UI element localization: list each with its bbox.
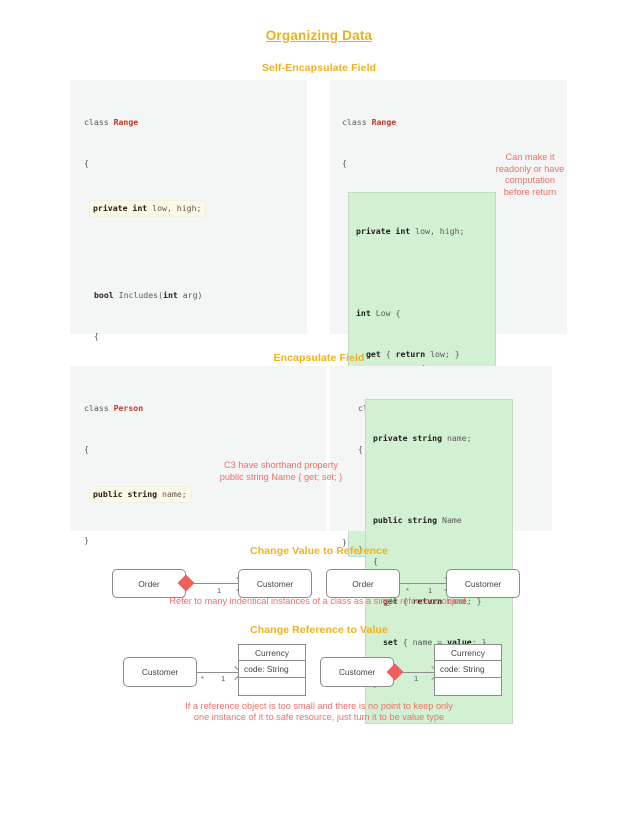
uml-class-operations (435, 678, 501, 695)
section-title-change-value-to-reference: Change Value to Reference (250, 545, 388, 557)
multiplicity-right-before-crv: 1 (221, 674, 226, 683)
code-block-after: class Range { (342, 89, 396, 198)
highlighted-code-line: public string name; (90, 486, 191, 503)
annotation-shorthand-note-line2: public string Name { get; set; } (219, 472, 343, 482)
code-token: name; (157, 488, 187, 499)
code-token: public string (93, 488, 158, 499)
code-token: low, high; (410, 226, 465, 237)
uml-class-attribute: code: String (435, 661, 501, 678)
code-token: name; (442, 433, 472, 444)
code-token: { (84, 157, 89, 168)
uml-class-title: Currency (435, 645, 501, 661)
code-token: low, high; (147, 202, 202, 213)
uml-box-label: Order (138, 578, 160, 589)
uml-box-order-before: Order (112, 569, 186, 598)
code-token: } (358, 544, 363, 555)
multiplicity-right-after: 1 (428, 586, 433, 595)
highlighted-code-line: private int low, high; (90, 200, 206, 217)
code-token: { (380, 348, 396, 359)
code-token: return (412, 596, 443, 607)
code-token: ; } (471, 637, 487, 648)
uml-class-currency-before: Currency code: String (238, 644, 306, 696)
uml-class-attribute: code: String (239, 661, 305, 678)
code-block-before: class Person { public string name; } (84, 375, 191, 575)
annotation-reference-to-value-line2: one instance of it to safe resource, jus… (193, 712, 445, 722)
association-line-after (400, 583, 447, 585)
class-name: Range (371, 117, 397, 128)
code-token: { (94, 330, 99, 341)
multiplicity-left-before-crv: * (201, 674, 204, 683)
section-title-self-encapsulate: Self-Encapsulate Field (261, 62, 377, 74)
uml-box-customer-before-crv: Customer (123, 657, 197, 687)
uml-class-currency-after: Currency code: String (434, 644, 502, 696)
code-token: Includes( (113, 289, 164, 300)
code-token: get (366, 348, 381, 359)
code-panel-self-encapsulate-before: class Range { private int low, high; boo… (70, 80, 307, 472)
multiplicity-left-after: * (406, 586, 409, 595)
multiplicity-right-after-crv: 1 (414, 674, 419, 683)
code-token: class (342, 117, 372, 128)
section-title-change-reference-to-value: Change Reference to Value (250, 624, 388, 636)
code-token: int (356, 307, 371, 318)
code-panel-encapsulate-after: class Person { private string name; publ… (330, 366, 552, 724)
class-name: Range (113, 117, 139, 128)
code-token: private int (93, 202, 148, 213)
code-token: { (342, 157, 347, 168)
code-token: { name = (397, 637, 448, 648)
code-token: Name (437, 514, 462, 525)
multiplicity-right-before: 1 (217, 586, 222, 595)
code-token: private int (356, 226, 411, 237)
code-token: name; } (442, 596, 482, 607)
code-token: public string (373, 514, 438, 525)
uml-box-label: Customer (464, 578, 502, 589)
association-line-after-crv (401, 672, 434, 674)
uml-box-label: Customer (141, 667, 179, 677)
code-token: value (447, 637, 472, 648)
annotation-reference-to-value-line1: If a reference object is too small and t… (185, 701, 453, 711)
code-token: set (383, 637, 398, 648)
uml-box-customer-before: Customer (238, 569, 312, 598)
association-line-before (192, 583, 239, 585)
code-token: class (84, 117, 114, 128)
section-title-encapsulate-field: Encapsulate Field (273, 352, 365, 364)
annotation-shorthand-note-line1: C3 have shorthand property (224, 460, 338, 470)
code-token: private string (373, 433, 443, 444)
code-token: get (383, 596, 398, 607)
code-token: } (342, 536, 347, 547)
uml-box-customer-after: Customer (446, 569, 520, 598)
uml-box-order-after: Order (326, 569, 400, 598)
code-token: bool (94, 289, 114, 300)
code-token: { (397, 596, 413, 607)
association-line-before-crv (197, 672, 238, 674)
code-token: arg) (177, 289, 203, 300)
class-name: Person (113, 403, 144, 414)
uml-box-customer-after-crv: Customer (320, 657, 394, 687)
uml-class-title: Currency (239, 645, 305, 661)
code-token: } (84, 534, 89, 545)
uml-box-label: Customer (338, 667, 376, 677)
annotation-value-to-reference: Refer to many indentical instances of a … (169, 596, 469, 606)
code-token: { (84, 443, 89, 454)
code-token: low; } (425, 348, 460, 359)
annotation-readonly-note: Can make it readonly or have computation… (495, 152, 565, 197)
code-panel-self-encapsulate-after: class Range { private int low, high; int… (330, 80, 567, 558)
code-token: int (163, 289, 178, 300)
code-token: Low { (370, 307, 401, 318)
code-token: { (358, 443, 363, 454)
code-token: class (84, 403, 114, 414)
uml-class-operations (239, 678, 305, 695)
page-title: Organizing Data (265, 28, 373, 43)
code-panel-encapsulate-before: class Person { public string name; } (70, 366, 326, 545)
code-token: { (373, 555, 378, 566)
code-token: return (395, 348, 426, 359)
uml-box-label: Order (352, 578, 374, 589)
uml-box-label: Customer (256, 578, 294, 589)
code-block-after-close: } (358, 516, 388, 584)
